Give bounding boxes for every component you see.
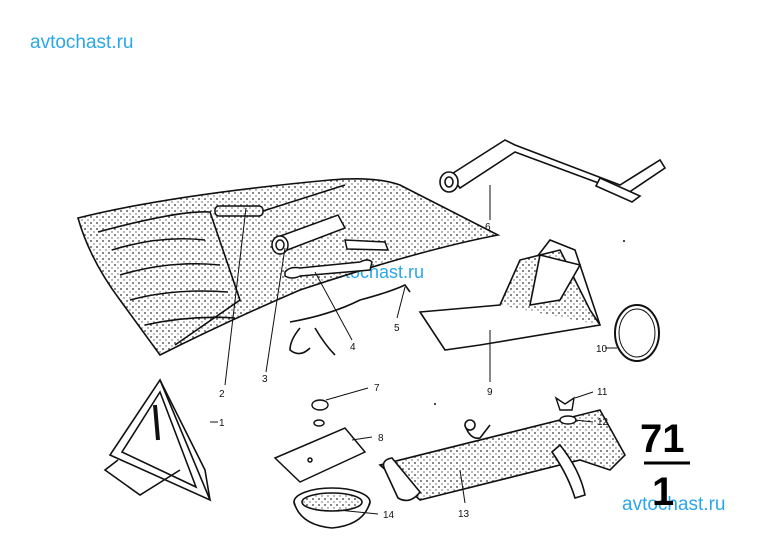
callout-5: 5 <box>394 323 400 334</box>
leader-lines <box>210 185 617 515</box>
watermark-bottom-right: avtochast.ru <box>622 494 726 515</box>
wheel-brace <box>439 139 667 203</box>
tool-roll <box>77 177 501 357</box>
callout-9: 9 <box>487 387 493 398</box>
jack <box>378 409 626 502</box>
callout-13: 13 <box>458 509 470 520</box>
wing-nut <box>554 396 577 425</box>
open-end-spanner <box>284 239 390 279</box>
box-spanner <box>271 214 347 255</box>
speck <box>434 403 436 405</box>
callout-4: 4 <box>350 342 356 353</box>
watermark-top-left: avtochast.ru <box>30 32 134 53</box>
screwdriver <box>214 184 346 217</box>
washer <box>311 399 329 427</box>
section-group: 71 <box>640 417 685 461</box>
callout-14: 14 <box>383 510 395 521</box>
bowl <box>293 487 371 529</box>
callout-8: 8 <box>378 433 384 444</box>
callout-12: 12 <box>597 417 609 428</box>
speck <box>623 240 625 242</box>
callout-1: 1 <box>219 418 225 429</box>
callout-3: 3 <box>262 374 268 385</box>
section-sub: 1 <box>652 470 674 514</box>
rubber-ring <box>614 304 660 362</box>
warning-triangle <box>103 378 212 502</box>
callout-2: 2 <box>219 389 225 400</box>
callout-10: 10 <box>596 344 608 355</box>
callout-6: 6 <box>485 222 491 233</box>
callout-7: 7 <box>374 383 380 394</box>
callout-labels: 1 2 3 4 5 6 7 8 9 10 11 12 13 14 <box>219 222 609 521</box>
section-number: 71 1 <box>640 417 690 514</box>
callout-11: 11 <box>597 387 608 398</box>
wire-hook <box>289 283 411 356</box>
wheel-chock <box>418 239 602 351</box>
mounting-plate <box>273 427 367 483</box>
